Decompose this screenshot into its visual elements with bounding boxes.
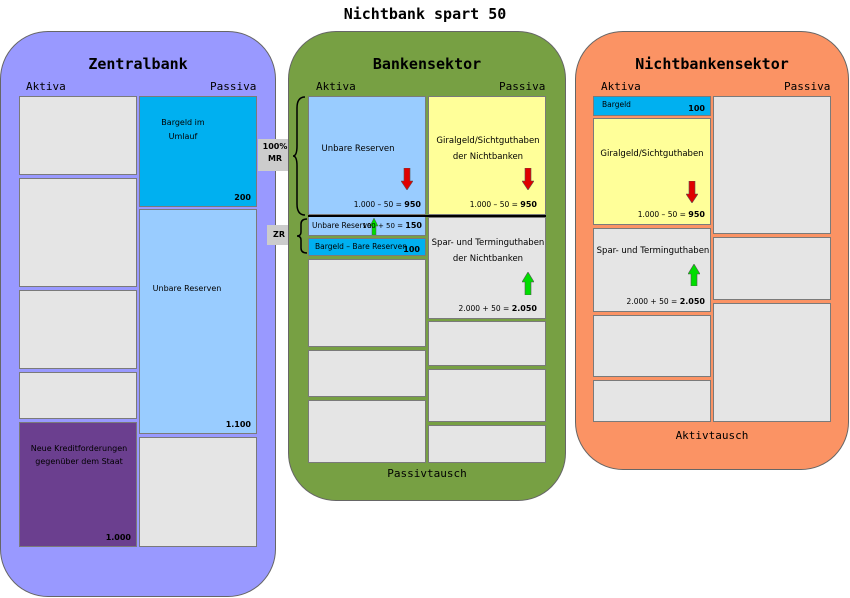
nb-aktiva-box-5 [593, 380, 711, 422]
bs-reserven-down-arrow-icon [401, 168, 413, 190]
nb-passiva-box-2 [713, 237, 831, 300]
nb-spar-up-arrow-icon [688, 264, 700, 286]
nb-passiva-box-3 [713, 303, 831, 422]
bs-zr-reserven-result: 150 [405, 221, 422, 230]
zentralbank-aktiva-label: Aktiva [26, 80, 66, 93]
bs-zr-up-arrow-icon [370, 218, 378, 235]
nichtbank-footer: Aktivtausch [675, 429, 749, 442]
nichtbank-title: Nichtbankensektor [635, 55, 789, 73]
bs-passiva-box-4 [428, 369, 546, 422]
zb-kredit-box: Neue Kreditforderungen gegenüber dem Sta… [19, 422, 137, 547]
bs-bargeld-value: 100 [403, 245, 420, 254]
zentralbank-title: Zentralbank [88, 55, 188, 73]
bs-reserven-label: Unbare Reserven [321, 144, 395, 154]
zb-aktiva-box-4 [19, 372, 137, 419]
zb-bargeld-box: Bargeld im Umlauf 200 [139, 96, 257, 207]
bankensektor-aktiva-label: Aktiva [316, 80, 356, 93]
bs-reserven-calc: 1.000 – 50 = [353, 200, 402, 209]
bs-passiva-box-3 [428, 321, 546, 366]
bankensektor-passiva-label: Passiva [499, 80, 546, 93]
nb-bargeld-label: Bargeld [602, 100, 631, 109]
nb-spar-calc: 2.000 + 50 = [626, 297, 678, 306]
bs-spar-calc: 2.000 + 50 = [458, 304, 510, 313]
bankensektor-title: Bankensektor [372, 55, 482, 73]
mr-brace [292, 96, 306, 216]
zb-aktiva-box-3 [19, 290, 137, 369]
bs-giral-calc: 1.000 – 50 = [469, 200, 518, 209]
nb-spar-result: 2.050 [679, 297, 705, 306]
bs-bargeld-box: Bargeld – Bare Reserven 100 [308, 238, 426, 256]
bs-spar-up-arrow-icon [522, 272, 534, 295]
zentralbank-passiva-label: Passiva [210, 80, 257, 93]
zb-kredit-label: Neue Kreditforderungen gegenüber dem Sta… [30, 444, 128, 466]
nb-bargeld-box: Bargeld 100 [593, 96, 711, 116]
nb-giral-result: 950 [688, 210, 705, 219]
nb-bargeld-value: 100 [688, 104, 705, 113]
bs-reserven-box: Unbare Reserven 1.000 – 50 = 950 [308, 96, 426, 215]
zr-brace [296, 218, 308, 254]
bs-reserven-result: 950 [404, 200, 421, 209]
bs-bargeld-label: Bargeld – Bare Reserven [315, 242, 407, 251]
nb-giral-calc: 1.000 – 50 = [637, 210, 686, 219]
bs-zr-reserven-box: Unbare Reserven 100 + 50 = 150 [308, 216, 426, 236]
zb-reserven-box: Unbare Reserven 1.100 [139, 209, 257, 434]
bs-giral-box: Giralgeld/Sichtguthaben der Nichtbanken … [428, 96, 546, 215]
bs-zr-reserven-label: Unbare Reserven [312, 221, 377, 230]
zb-bargeld-label: Bargeld im Umlauf [161, 118, 205, 141]
nb-passiva-box-1 [713, 96, 831, 234]
zb-bargeld-value: 200 [234, 193, 251, 202]
nb-giral-box: Giralgeld/Sichtguthaben 1.000 – 50 = 950 [593, 118, 711, 225]
zb-reserven-value: 1.100 [225, 420, 251, 429]
bs-zr-reserven-calc: 100 + 50 = [362, 222, 404, 230]
zb-reserven-label: Unbare Reserven [152, 284, 222, 293]
bs-giral-down-arrow-icon [522, 168, 534, 190]
bs-spar-result: 2.050 [511, 304, 537, 313]
page-title: Nichtbank spart 50 [343, 5, 507, 23]
zb-kredit-value: 1.000 [105, 533, 131, 542]
nb-aktiva-box-4 [593, 315, 711, 377]
nb-spar-box: Spar- und Terminguthaben 2.000 + 50 = 2.… [593, 228, 711, 312]
nichtbank-passiva-label: Passiva [784, 80, 831, 93]
zb-aktiva-box-2 [19, 178, 137, 287]
nichtbank-aktiva-label: Aktiva [601, 80, 641, 93]
nb-giral-down-arrow-icon [686, 181, 698, 203]
bs-aktiva-box-4 [308, 259, 426, 347]
bs-aktiva-box-5 [308, 350, 426, 397]
zb-aktiva-box-1 [19, 96, 137, 175]
nb-spar-label: Spar- und Terminguthaben [596, 246, 710, 256]
mr-tag: 100% MR [258, 139, 292, 171]
bs-spar-label: Spar- und Terminguthaben der Nichtbanken [431, 238, 545, 265]
zr-tag: ZR [267, 225, 291, 245]
bs-passiva-box-5 [428, 425, 546, 463]
zb-passiva-box-3 [139, 437, 257, 547]
bs-giral-result: 950 [520, 200, 537, 209]
bs-separator-line [308, 215, 546, 217]
bs-spar-box: Spar- und Terminguthaben der Nichtbanken… [428, 217, 546, 319]
nb-giral-label: Giralgeld/Sichtguthaben [600, 149, 704, 159]
bs-giral-label: Giralgeld/Sichtguthaben der Nichtbanken [436, 136, 540, 163]
bankensektor-footer: Passivtausch [387, 467, 467, 480]
bs-aktiva-box-6 [308, 400, 426, 463]
